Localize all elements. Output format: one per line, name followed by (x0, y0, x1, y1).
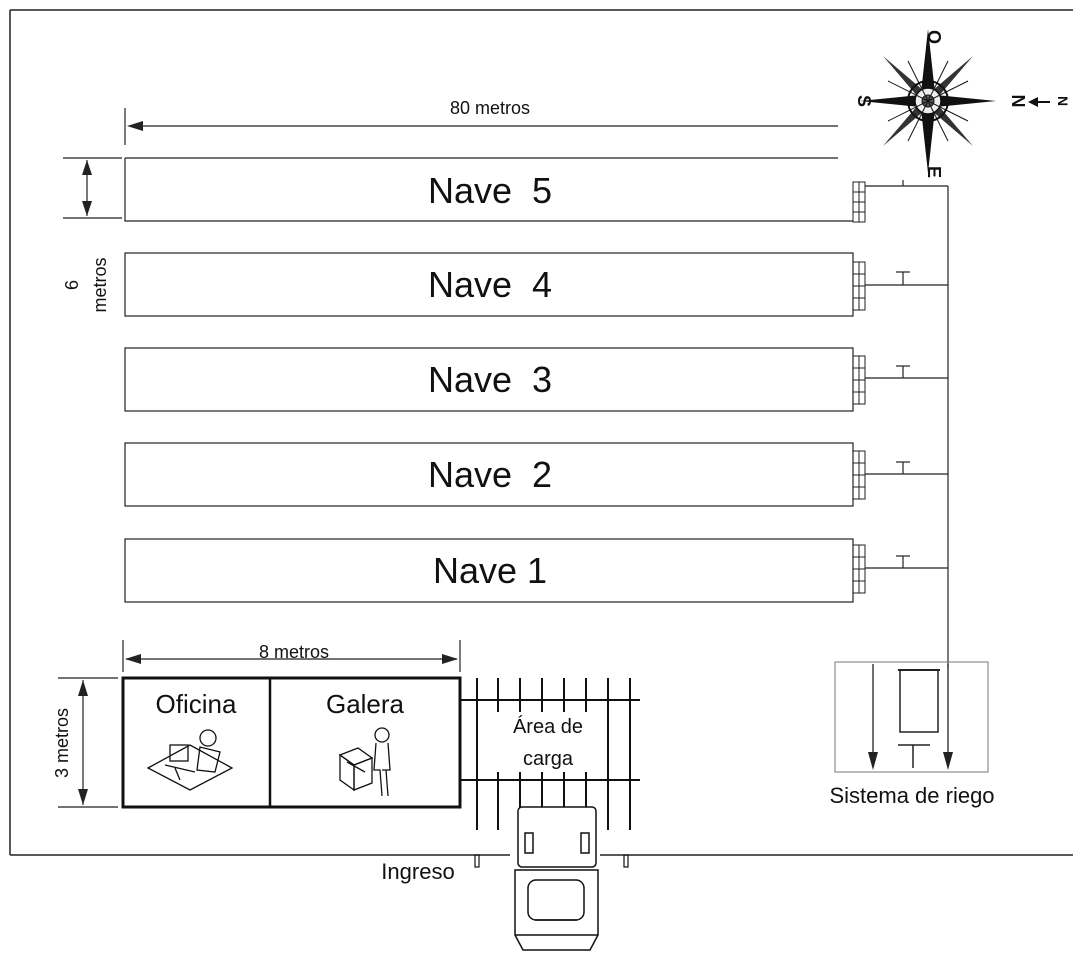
nave-5-label: Nave 5 (428, 170, 552, 211)
nave-width-dimension (63, 157, 122, 219)
property-boundary (9, 9, 1073, 856)
entrance-posts (474, 854, 629, 868)
nave-2-label: Nave 2 (428, 454, 552, 495)
compass-south: S (854, 95, 874, 107)
office-length-dimension (122, 640, 461, 672)
length-dimension (124, 108, 838, 145)
valve-block-1 (852, 544, 866, 594)
valve-block-3 (852, 355, 866, 405)
office-building (121, 676, 462, 809)
galera-label: Galera (326, 689, 405, 719)
nave-width-unit: metros (90, 257, 110, 312)
truck-icon (514, 806, 599, 951)
nave-1: Nave 1 (124, 538, 854, 603)
nave-5: Nave 5 (124, 157, 853, 222)
nave-4: Nave 4 (124, 252, 854, 317)
oficina-label: Oficina (156, 689, 237, 719)
valve-block-4 (852, 261, 866, 311)
loading-area-label-2: carga (523, 748, 574, 770)
office-width-label: 3 metros (52, 708, 72, 778)
entrance-label: Ingreso (381, 859, 454, 884)
valve-block-5 (852, 181, 866, 223)
north-arrow: N (1028, 96, 1071, 107)
nave-2: Nave 2 (124, 442, 854, 507)
office-worker-icon (146, 729, 234, 791)
nave-4-label: Nave 4 (428, 264, 552, 305)
irrigation-piping (865, 180, 949, 668)
irrigation-system-label: Sistema de riego (829, 783, 994, 808)
length-label: 80 metros (450, 98, 530, 118)
warehouse-worker-icon (338, 727, 391, 797)
irrigation-valve-blocks (852, 181, 866, 594)
compass-west: O (924, 30, 944, 44)
loading-area-label-1: Área de (513, 715, 583, 738)
nave-1-label: Nave 1 (433, 550, 547, 591)
compass-north: N (1008, 95, 1028, 108)
north-arrow-label: N (1055, 96, 1071, 106)
nave-width-value: 6 (62, 280, 82, 290)
compass-east: E (924, 166, 944, 178)
valve-block-2 (852, 450, 866, 500)
compass-rose (860, 29, 996, 173)
office-length-label: 8 metros (259, 642, 329, 662)
office-width-dimension (58, 677, 118, 808)
nave-3-label: Nave 3 (428, 359, 552, 400)
nave-3: Nave 3 (124, 347, 854, 412)
loading-area-label-bg (493, 712, 603, 772)
irrigation-system-box (834, 661, 989, 773)
